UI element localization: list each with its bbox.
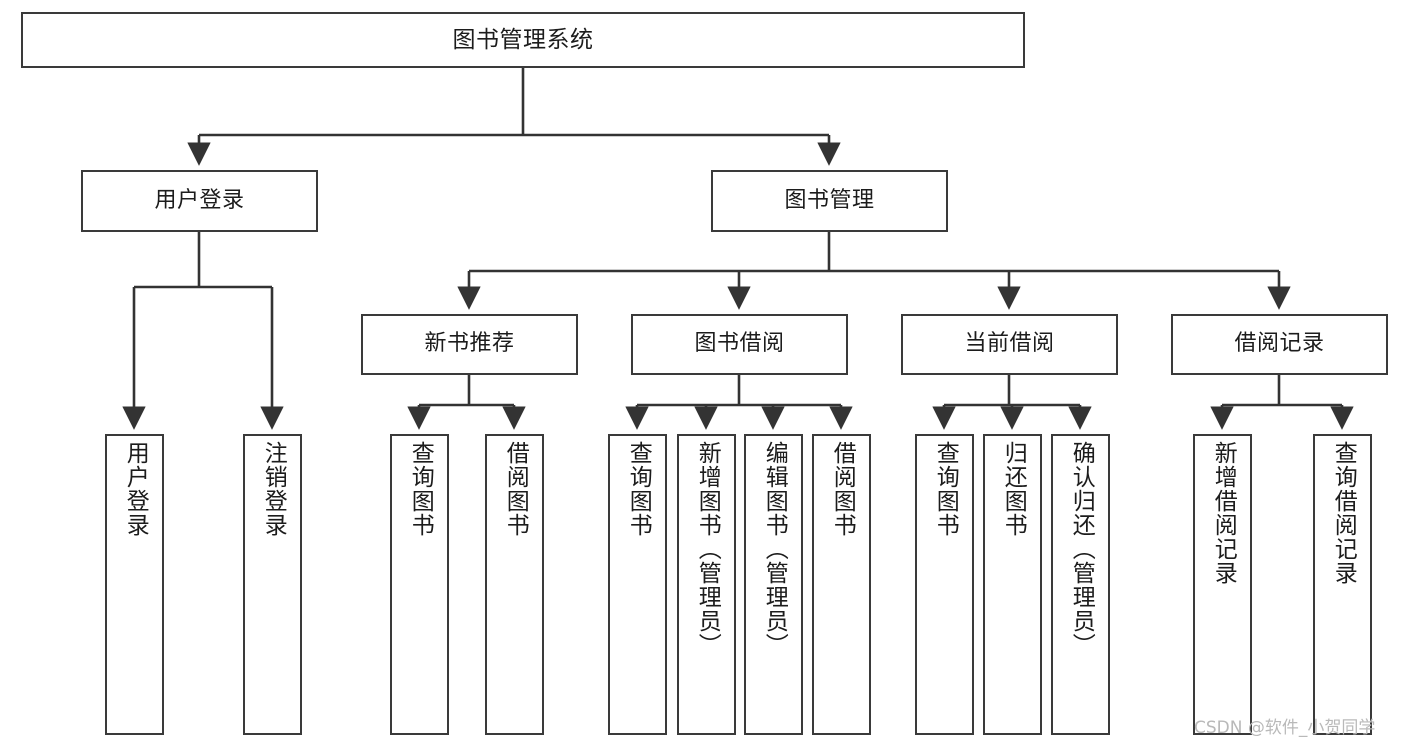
watermark: CSDN @软件_小贺同学 [1194,718,1376,738]
node-label: 借阅图书 [502,441,529,537]
node-label: 借阅图书 [829,441,856,537]
node-root[interactable]: 图书管理系统 [21,12,1025,68]
node-label: 新增借阅记录 [1210,441,1237,585]
node-label: 编辑图书（管理员） [761,441,788,657]
node-leaf-query-book-current[interactable]: 查询图书 [915,434,974,735]
node-label: 归还图书 [1000,441,1027,537]
node-leaf-add-borrow-record[interactable]: 新增借阅记录 [1193,434,1252,735]
node-label: 查询借阅记录 [1330,441,1357,585]
node-leaf-return-book[interactable]: 归还图书 [983,434,1042,735]
node-leaf-borrow-book-recommend[interactable]: 借阅图书 [485,434,544,735]
node-label: 确认归还（管理员） [1068,441,1095,657]
node-level1-user-login[interactable]: 用户登录 [81,170,318,232]
node-label: 图书管理系统 [452,26,594,53]
node-leaf-query-book-borrow[interactable]: 查询图书 [608,434,667,735]
node-leaf-borrow-book[interactable]: 借阅图书 [812,434,871,735]
node-label: 注销登录 [260,441,287,537]
node-level2-current-borrow[interactable]: 当前借阅 [901,314,1118,375]
node-leaf-confirm-return-admin[interactable]: 确认归还（管理员） [1051,434,1110,735]
node-leaf-logout[interactable]: 注销登录 [243,434,302,735]
node-leaf-query-book-recommend[interactable]: 查询图书 [390,434,449,735]
node-label: 新书推荐 [424,331,515,357]
node-leaf-edit-book-admin[interactable]: 编辑图书（管理员） [744,434,803,735]
node-level1-book-management[interactable]: 图书管理 [711,170,948,232]
node-label: 用户登录 [122,441,149,537]
node-leaf-user-login[interactable]: 用户登录 [105,434,164,735]
node-label: 图书借阅 [694,331,785,357]
node-label: 查询图书 [625,441,652,537]
node-leaf-query-borrow-record[interactable]: 查询借阅记录 [1313,434,1372,735]
node-label: 用户登录 [154,187,245,213]
node-label: 图书管理 [784,187,875,213]
node-leaf-add-book-admin[interactable]: 新增图书（管理员） [677,434,736,735]
node-label: 借阅记录 [1234,331,1325,357]
node-label: 查询图书 [932,441,959,537]
node-level2-borrow-record[interactable]: 借阅记录 [1171,314,1388,375]
node-level2-book-borrow[interactable]: 图书借阅 [631,314,848,375]
node-label: 新增图书（管理员） [694,441,721,657]
node-label: 查询图书 [407,441,434,537]
node-label: 当前借阅 [964,331,1055,357]
node-level2-new-book-recommend[interactable]: 新书推荐 [361,314,578,375]
